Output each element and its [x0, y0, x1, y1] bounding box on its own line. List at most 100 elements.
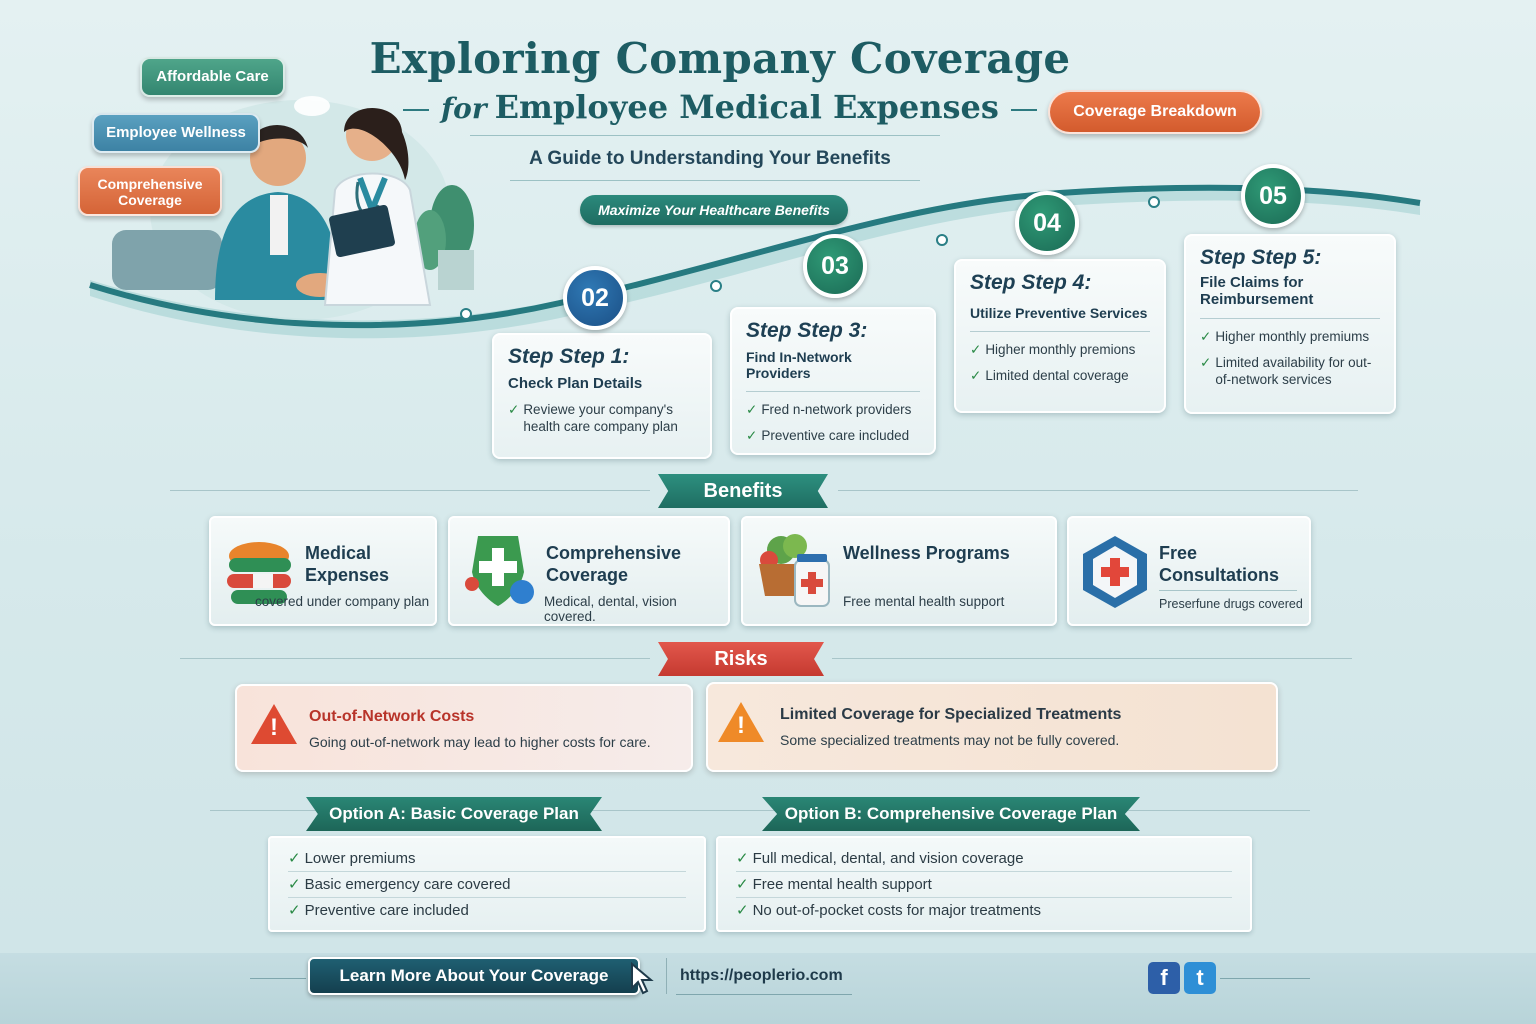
benefit-card-comprehensive: Comprehensive Coverage Medical, dental, …	[448, 516, 730, 626]
benefits-line-right	[838, 490, 1358, 491]
step-item-text: Fred n-network providers	[761, 402, 912, 417]
option-b-card: ✓Full medical, dental, and vision covera…	[716, 836, 1252, 932]
footer-bar	[0, 953, 1536, 1024]
timeline-dot	[460, 308, 472, 320]
tagline-ribbon: Maximize Your Healthcare Benefits	[580, 195, 848, 225]
check-icon: ✓	[1200, 329, 1212, 344]
title-dash-right	[1010, 108, 1037, 111]
risks-line-left	[180, 658, 650, 659]
benefits-line-left	[170, 490, 650, 491]
option-item-text: Free mental health support	[752, 876, 932, 893]
check-icon: ✓	[508, 402, 520, 417]
cursor-arrow-icon	[631, 962, 654, 995]
step-item: ✓Limited availability for out-of-network…	[1200, 354, 1380, 388]
option-item: ✓Lower premiums	[288, 846, 686, 872]
employee-wellness-pill: Employee Wellness	[92, 113, 260, 153]
step-item: ✓Preventive care included	[746, 427, 920, 444]
risks-line-right	[832, 658, 1352, 659]
warning-icon: !	[251, 704, 297, 744]
step-badge-05: 05	[1241, 164, 1305, 228]
footer-separator	[666, 958, 667, 994]
shield-cross-icon	[465, 536, 534, 606]
risk-card-out-of-network: ! Out-of-Network Costs Going out-of-netw…	[235, 684, 693, 772]
clipboard-icon	[329, 204, 395, 258]
website-link[interactable]: https://peoplerio.com	[680, 967, 843, 984]
step-item-text: Limited dental coverage	[985, 368, 1129, 383]
check-icon: ✓	[736, 876, 749, 893]
benefit-card-medical: Medical Expenses covered under company p…	[209, 516, 437, 626]
step-item-text: Higher monthly premions	[985, 342, 1136, 357]
step-title: Step Step 3:	[746, 319, 868, 342]
option-b-heading: Option B: Comprehensive Coverage Plan	[762, 797, 1140, 831]
timeline-dot	[936, 234, 948, 246]
step-card-1: Step Step 1: Check Plan Details ✓Reviewe…	[492, 333, 712, 459]
check-icon: ✓	[746, 402, 758, 417]
risks-heading: Risks	[658, 642, 824, 676]
step-item: ✓Higher monthly premiums	[1200, 328, 1380, 345]
affordable-care-pill: Affordable Care	[140, 57, 285, 97]
hero-illustration	[89, 96, 1421, 339]
check-icon: ✓	[288, 850, 301, 867]
wave-band	[90, 184, 1420, 339]
check-icon: ✓	[736, 850, 749, 867]
benefit-desc: Medical, dental, vision covered.	[544, 594, 677, 624]
coverage-breakdown-button[interactable]: Coverage Breakdown	[1048, 90, 1262, 134]
sofa	[112, 230, 222, 290]
option-item-text: Basic emergency care covered	[304, 876, 511, 893]
twitter-icon[interactable]: t	[1184, 962, 1216, 994]
risk-card-specialized: ! Limited Coverage for Specialized Treat…	[706, 682, 1278, 772]
warning-icon: !	[718, 702, 764, 742]
footer-line-right	[1220, 978, 1310, 979]
option-item-text: Full medical, dental, and vision coverag…	[752, 850, 1024, 867]
page-subtitle: A Guide to Understanding Your Benefits	[529, 148, 891, 169]
option-item: ✓Basic emergency care covered	[288, 872, 686, 898]
check-icon: ✓	[288, 876, 301, 893]
option-item-text: Preventive care included	[304, 902, 469, 919]
patient-hair	[248, 124, 308, 150]
wellness-basket-icon	[759, 534, 830, 607]
check-icon: ✓	[1200, 355, 1212, 370]
cloud-icon	[294, 96, 330, 116]
step-item-text: Limited availability for out-of-network …	[1215, 355, 1372, 387]
facebook-icon[interactable]: f	[1148, 962, 1180, 994]
benefit-desc: covered under company plan	[255, 594, 430, 609]
step-badge-03: 03	[803, 234, 867, 298]
benefits-heading: Benefits	[658, 474, 828, 508]
option-a-card: ✓Lower premiums ✓Basic emergency care co…	[268, 836, 706, 932]
step-item: ✓Fred n-network providers	[746, 401, 920, 418]
learn-more-button[interactable]: Learn More About Your Coverage	[308, 957, 640, 995]
check-icon: ✓	[970, 342, 982, 357]
timeline-dot	[710, 280, 722, 292]
step-card-5: Step Step 5: File Claims for Reimburseme…	[1184, 234, 1396, 414]
benefit-title: Comprehensive Coverage	[546, 543, 682, 585]
step-divider	[1200, 318, 1380, 319]
step-subtitle: Find In-Network Providers	[746, 349, 852, 381]
step-title: Step Step 4:	[970, 271, 1092, 294]
step-badge-02: 02	[563, 266, 627, 330]
risk-title: Out-of-Network Costs	[309, 708, 475, 725]
option-item-text: No out-of-pocket costs for major treatme…	[752, 902, 1042, 919]
benefit-desc: Preserfune drugs covered	[1159, 597, 1303, 611]
page-title: Exploring Company Coverage	[369, 34, 1071, 83]
risk-title: Limited Coverage for Specialized Treatme…	[780, 706, 1122, 723]
option-item: ✓Preventive care included	[288, 898, 686, 924]
step-item: ✓Higher monthly premions	[970, 341, 1150, 358]
doctor-hair	[344, 108, 409, 180]
check-icon: ✓	[288, 902, 301, 919]
option-item-text: Lower premiums	[304, 850, 416, 867]
risk-desc: Some specialized treatments may not be f…	[780, 732, 1120, 748]
step-subtitle: Check Plan Details	[508, 375, 643, 392]
option-item: ✓No out-of-pocket costs for major treatm…	[736, 898, 1232, 924]
step-item-text: Preventive care included	[761, 428, 910, 443]
subtitle-divider	[510, 180, 920, 181]
step-divider	[970, 331, 1150, 332]
step-title: Step Step 5:	[1200, 246, 1322, 269]
comprehensive-coverage-pill: Comprehensive Coverage	[78, 166, 222, 216]
plant-pot	[438, 250, 474, 290]
title-dash-left	[403, 108, 430, 111]
step-item-text: Reviewe your company's health care compa…	[523, 402, 678, 434]
option-a-heading: Option A: Basic Coverage Plan	[306, 797, 602, 831]
option-item: ✓Free mental health support	[736, 872, 1232, 898]
check-icon: ✓	[746, 428, 758, 443]
